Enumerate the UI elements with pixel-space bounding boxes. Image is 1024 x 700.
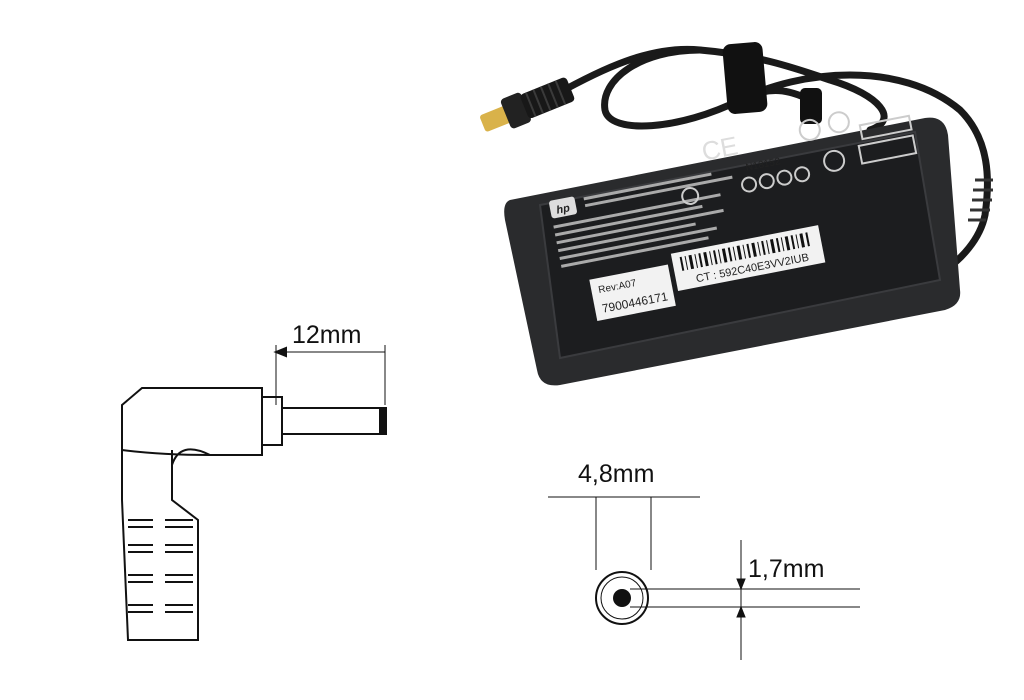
plug-side-drawing [121, 345, 387, 641]
strain-relief [968, 178, 993, 222]
connector-front-drawing [548, 496, 860, 660]
hp-logo [549, 196, 577, 219]
adapter-body: hp CE N18152 Rev:A07 7900446171 [504, 111, 961, 386]
dc-plug [480, 77, 575, 132]
barcode [679, 232, 810, 271]
outer-diameter-label: 4,8mm [578, 460, 654, 488]
ferrite-core [800, 88, 822, 124]
certification-icons [681, 111, 918, 205]
cable-strap [722, 42, 768, 114]
hp-logo-text: hp [555, 202, 571, 216]
ce-mark: CE [699, 130, 740, 166]
plug-length-label: 12mm [292, 321, 361, 349]
revision-sticker [589, 264, 676, 321]
inner-diameter-label: 1,7mm [748, 555, 824, 583]
